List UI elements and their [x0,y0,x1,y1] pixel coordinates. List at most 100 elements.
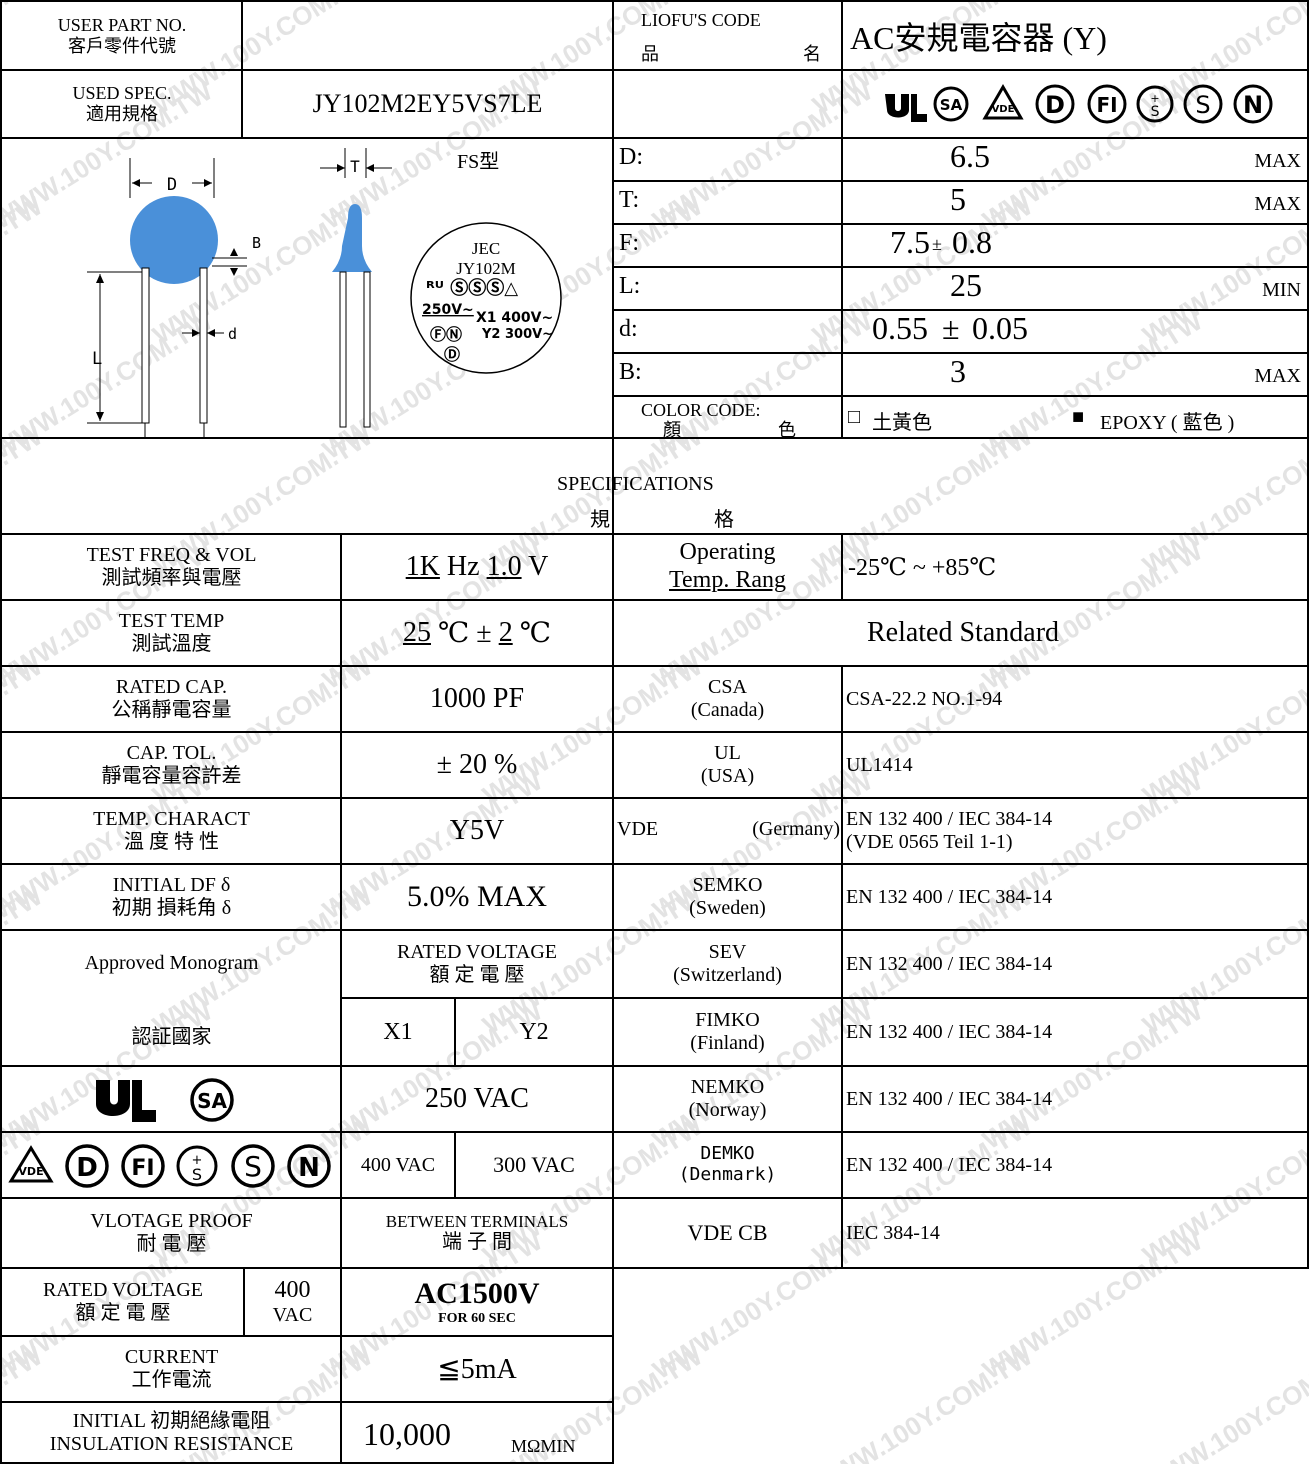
grid-line [841,0,843,438]
marking-jec: JEC [472,239,500,258]
blank-cell [613,70,842,138]
svg-text:S: S [1150,104,1159,120]
grid-line [613,223,1309,225]
cert-marks-header: SA VDE D FI +S S N [842,70,1307,138]
user-part-label: USER PART NO.客戶零件代號 [57,15,187,56]
standard-body-label: DEMKO(Denmark) [678,1143,777,1185]
nemko-mark-icon: N [286,1144,331,1188]
vde-mark-icon: VDE [981,84,1024,120]
standard-reference: EN 132 400 / IEC 384-14(VDE 0565 Teil 1-… [846,808,1053,853]
cap-tol-label: CAP. TOL.靜電容量容許差 [101,742,242,787]
grid-line [0,137,1309,139]
dim-tolerance: 0.8 [952,224,992,260]
grid-line [0,665,1309,667]
dim-label: B: [619,359,642,385]
grid-line [613,352,1309,354]
standard-reference: EN 132 400 / IEC 384-14 [846,1020,1053,1043]
dim-value: 5 [950,181,966,217]
color-option-2-checkbox: ■ [1072,406,1085,428]
related-standard-title: Related Standard [866,617,1060,648]
dim-value-cell: 0.55±0.05 [842,310,1307,353]
dim-B-label: B [252,234,261,252]
dim-unit: MIN [1262,279,1301,301]
european-marks: VDE D FI +S S N [2,1132,341,1198]
svg-text:N: N [298,1153,320,1183]
dim-tolerance-sign: ± [932,234,942,254]
liofu-code-label: LIOFU'S CODE 品 名 [641,10,821,64]
test-freq-value: 1K Hz 1.0 V [405,551,549,582]
dim-tolerance-sign: ± [942,310,960,346]
nemko-mark-icon: N [1233,84,1272,124]
insulation-value: 10,000 MΩMIN [363,1416,576,1456]
dim-unit: MAX [1254,365,1301,387]
dim-T-label: T [350,157,360,176]
grid-line [613,309,1309,311]
grid-line [841,534,843,600]
rated-cap-value: 1000 PF [429,683,525,714]
current-value: ≦5mA [437,1354,517,1385]
grid-line [0,731,1309,733]
color-code-label: COLOR CODE: 顏 色 [641,400,796,438]
svg-text:+: + [191,1153,202,1168]
grid-line [454,1132,456,1198]
standard-body-label: UL(USA) [700,742,755,787]
marking-fi-n-icons: ⒻⓃ [430,325,462,344]
svg-text:SA: SA [939,96,962,114]
standard-reference: CSA-22.2 NO.1-94 [846,687,1003,710]
grid-line [841,666,843,1268]
dim-F-label: F [169,435,178,438]
dim-value: 0.55 [872,310,928,346]
capacitor-diagram: D B L d F T FS型 JEC JY102M ᴿᵁ ⓈⓈⓈ△ [87,148,562,438]
semko-mark-icon: S [230,1144,275,1188]
cert-marks-row: SA VDE D FI +S S N [884,84,1272,124]
used-spec-label: USED SPEC.適用規格 [72,83,172,124]
grid-line [0,533,1309,535]
svg-text:+: + [1150,92,1159,105]
ul-mark-icon [884,94,927,122]
dim-L-label: L [92,349,102,369]
grid-line [0,599,1309,601]
grid-line [0,1335,613,1337]
standard-reference: UL1414 [846,753,913,776]
dim-d-label: d [228,325,237,343]
grid-line [0,1267,1309,1269]
demko-mark-icon: D [1035,84,1074,124]
dim-label: F: [619,230,640,256]
grid-line [0,437,1309,439]
rated-cap-label: RATED CAP.公稱靜電容量 [111,676,232,721]
standard-body-label: SEMKO(Sweden) [689,874,766,919]
standard-body-label: VDE(Germany) [617,818,840,840]
specifications-header: SPECIFICATIONS 規 格 [557,473,734,531]
voltage-400vac: 400 VAC [360,1153,436,1176]
grid-line [0,863,1309,865]
grid-line [613,266,1309,268]
standard-body-label: FIMKO(Finland) [690,1009,765,1054]
grid-line [0,1131,1309,1133]
grid-line [241,0,243,138]
svg-text:SA: SA [197,1089,227,1113]
type-label: FS型 [457,150,499,173]
demko-mark-icon: D [64,1144,109,1188]
x1-label: X1 [383,1018,413,1045]
grid-line [0,69,1309,71]
voltage-300vac: 300 VAC [493,1152,575,1177]
color-option-2: EPOXY ( 藍色 ) [1100,412,1235,434]
grid-line [0,1065,1309,1067]
ul-csa-marks: SA [2,1066,341,1132]
fimko-mark-icon: FI [120,1144,165,1188]
marking-y2: Y2 300V~ [481,327,553,342]
grid-line [613,395,1309,397]
voltage-250vac: 250 VAC [424,1083,529,1114]
grid-line [612,534,614,1464]
dim-value: 7.5 [890,224,930,260]
grid-line [0,0,1309,2]
